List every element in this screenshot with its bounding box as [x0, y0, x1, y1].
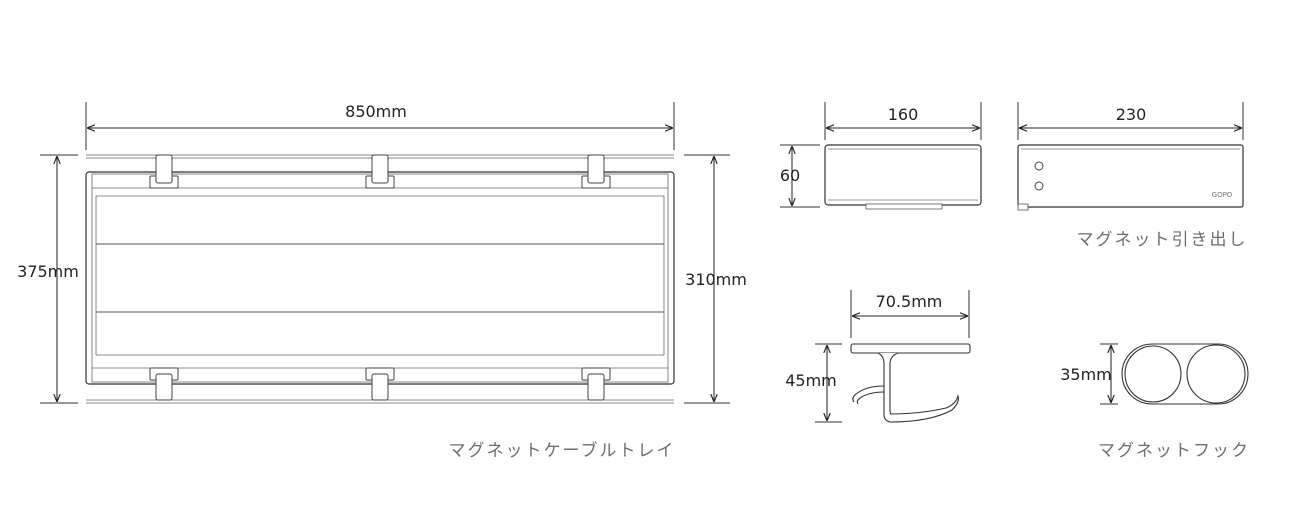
hook-top-view-drawing: 35mm マグネットフック [1060, 343, 1250, 461]
tray-caption: マグネットケーブルトレイ [449, 440, 676, 461]
hook-width-label: 70.5mm [876, 292, 943, 311]
cable-tray-drawing: 850mm 375mm 310mm [17, 102, 747, 461]
drawer-front-drawing: 160 60 [780, 102, 982, 210]
drawer-front-width-label: 160 [888, 105, 919, 124]
tray-inner-height-label: 310mm [685, 270, 747, 289]
tray-outer-height-label: 375mm [17, 262, 79, 281]
hook-height-label: 45mm [785, 371, 837, 390]
drawer-front-height-label: 60 [780, 166, 800, 185]
hook-drawing: 70.5mm 45mm [785, 290, 971, 423]
drawer-side-drawing: 230 GOPO マグネット引き出し [1017, 102, 1248, 250]
drawer-caption: マグネット引き出し [1077, 230, 1248, 250]
hook-diameter-label: 35mm [1060, 365, 1112, 384]
tray-width-label: 850mm [345, 102, 407, 121]
drawer-side-width-label: 230 [1116, 105, 1147, 124]
hook-caption: マグネットフック [1098, 441, 1250, 461]
brand-logo: GOPO [1212, 191, 1233, 199]
